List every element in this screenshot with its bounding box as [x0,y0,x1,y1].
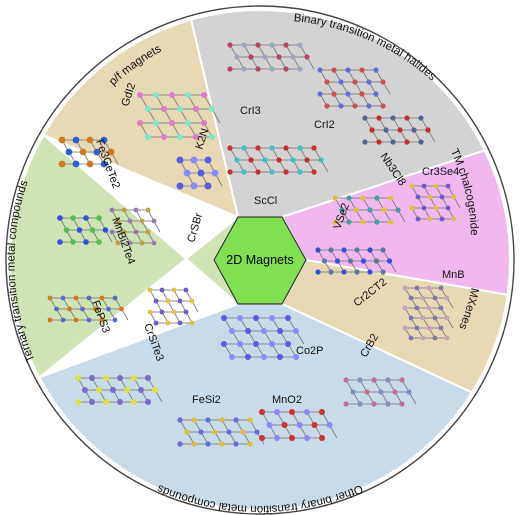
structure-mno2 [259,409,338,441]
structure-k2n [176,156,223,190]
structure-sccl [227,145,329,175]
structure-cri2 [317,67,391,109]
crystal-structures [47,42,461,447]
structure-mnb [402,285,454,341]
label-sccl: ScCl [254,195,277,207]
label-cri2: CrI2 [314,119,335,131]
structure-vse2 [332,195,406,225]
structure-crsbr-grid [109,207,161,246]
label-co2p: Co2P [296,345,324,357]
sector-other-binary [37,303,474,511]
center-title: 2D Magnets [226,253,293,267]
structure-cr2ct2 [315,247,397,275]
center-hexagon [213,216,307,305]
structure-crb2 [343,377,417,407]
label-cr3se4: Cr3Se4 [422,166,459,178]
sectors [9,9,512,511]
structure-crsite3-b [147,287,199,326]
structure-cri3 [227,42,315,72]
structure-gdi2 [137,92,221,140]
structure-crsite3 [75,375,163,405]
structure-co2p [221,315,305,360]
label-cri3: CrI3 [240,105,261,117]
structure-fesi2 [177,417,265,447]
label-mno2: MnO2 [272,394,302,406]
structure-nb3cl8 [362,115,436,145]
structure-mnbi2te4 [57,215,113,245]
structure-feps3 [47,295,129,323]
structure-cr3se4 [409,183,461,222]
label-mnb: MnB [442,269,465,281]
label-fesi2: FeSi2 [192,394,221,406]
structure-fe3gete2 [58,136,119,168]
sector-ternary [9,133,239,379]
sector-pf [42,18,240,219]
sector-binary-halides [189,9,487,218]
